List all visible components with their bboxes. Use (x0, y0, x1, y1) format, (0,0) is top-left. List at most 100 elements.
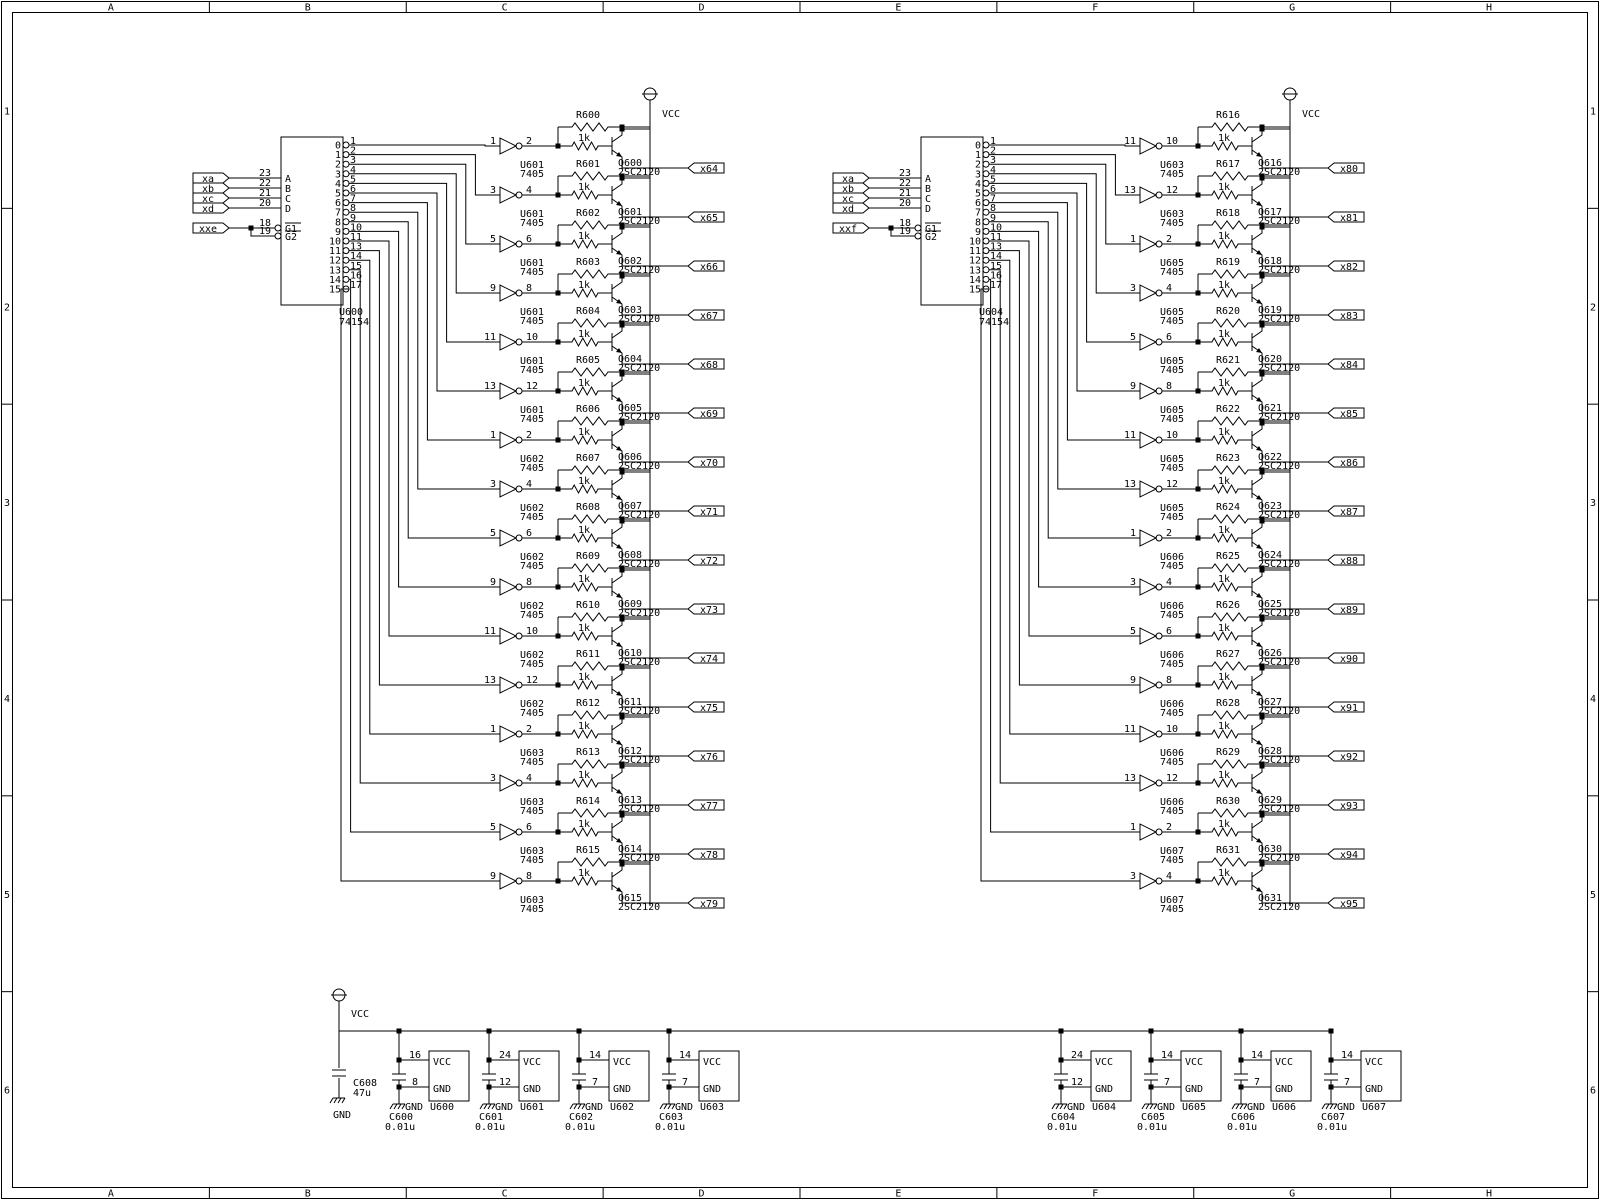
resistor-zigzag (1198, 465, 1262, 475)
inverter-triangle (1139, 823, 1158, 841)
transistor-ref: Q615 (618, 893, 642, 904)
resistor-zigzag (1198, 238, 1252, 250)
inverter-part: 7405 (1160, 512, 1184, 523)
decoder-trace (989, 211, 1140, 490)
inverter-pin-out: 12 (526, 381, 538, 392)
base-resistor-value: 1k (1218, 133, 1230, 144)
inverter-triangle (499, 333, 518, 351)
resistor-zigzag (1198, 514, 1262, 524)
output-pin-number: 2 (990, 146, 996, 157)
gnd-hatch (1329, 1103, 1334, 1110)
transistor-ref: Q601 (618, 207, 642, 218)
transistor-part: 2SC2120 (618, 804, 660, 815)
resistor-zigzag (558, 318, 622, 328)
decoder-trace (349, 211, 500, 490)
resistor-zigzag (558, 269, 622, 279)
resistor-zigzag (558, 808, 622, 818)
decoder-trace (989, 259, 1140, 735)
transistor-ref: Q607 (618, 501, 642, 512)
inverter-symbol (499, 774, 523, 792)
base-resistor-value: 1k (1218, 329, 1230, 340)
capacitor-ref: C604 (1051, 1112, 1075, 1123)
frame-column-label: E (895, 1189, 901, 1200)
inverter-symbol (1139, 235, 1163, 253)
output-bubble (982, 141, 990, 149)
frame-row-label: 6 (1590, 1086, 1596, 1097)
output-bubble (342, 266, 350, 274)
inverter-ref: U606 (1160, 552, 1184, 563)
net-label-text: xb (202, 184, 214, 195)
resistor-symbol (1198, 140, 1252, 152)
net-label: x64 (687, 162, 725, 175)
vcc-label: VCC (613, 1057, 631, 1068)
gnd-symbol (329, 1097, 346, 1104)
transistor-emitter-arrow (616, 446, 622, 451)
resistor-zigzag (1198, 140, 1252, 152)
transistor-emitter-arrow (616, 152, 622, 157)
net-label-flag (1327, 260, 1365, 272)
gnd-symbol (389, 1103, 406, 1110)
transistor-part: 2SC2120 (1258, 853, 1300, 864)
inverter-pin-out: 4 (1166, 577, 1172, 588)
transistor-part: 2SC2120 (618, 755, 660, 766)
net-label: x95 (1327, 897, 1365, 910)
capacitor-value: 0.01u (1227, 1122, 1257, 1133)
resistor-zigzag (558, 483, 612, 495)
inverter-part: 7405 (1160, 414, 1184, 425)
junction-dot (396, 1084, 402, 1090)
output-pin-number: 5 (350, 174, 356, 185)
pin-function: B (285, 184, 291, 195)
transistor-emitter-arrow (1256, 397, 1262, 402)
output-pin-number: 9 (350, 213, 356, 224)
resistor-ref: R608 (576, 502, 600, 513)
ic-power-box (1180, 1050, 1222, 1102)
net-label-flag (1327, 848, 1365, 860)
frame-column-label: F (1092, 3, 1098, 14)
output-name: 5 (975, 189, 981, 200)
net-label-flag (1327, 358, 1365, 370)
output-pin-number: 6 (990, 184, 996, 195)
inverter-symbol (499, 676, 523, 694)
resistor-zigzag (558, 857, 622, 867)
net-label-flag (192, 182, 230, 194)
resistor-zigzag (1198, 171, 1262, 181)
resistor-symbol (558, 140, 612, 152)
decoder-trace (349, 182, 500, 343)
net-label: xa (192, 172, 230, 185)
net-label-text: x95 (1340, 899, 1358, 910)
vcc-label: VCC (1185, 1057, 1203, 1068)
npn-transistor (1251, 276, 1263, 315)
inverter-pin-out: 2 (1166, 822, 1172, 833)
output-bubble (342, 189, 350, 197)
frame-column-label: G (1289, 3, 1295, 14)
resistor-zigzag (1198, 416, 1262, 426)
output-name: 8 (335, 217, 341, 228)
net-label: xc (832, 192, 870, 205)
resistor-symbol (558, 777, 612, 789)
net-label-text: xa (202, 174, 214, 185)
decoder-trace (989, 240, 1140, 637)
output-pin-number: 17 (350, 280, 362, 291)
resistor-ref: R609 (576, 551, 600, 562)
inverter-part: 7405 (1160, 561, 1184, 572)
resistor-zigzag (558, 287, 612, 299)
output-pin-number: 14 (350, 251, 362, 262)
vcc-label: VCC (662, 109, 680, 120)
resistor-symbol (1198, 122, 1262, 132)
inverter-pin-out: 8 (526, 283, 532, 294)
output-name: 11 (329, 246, 341, 257)
resistor-symbol (1198, 612, 1262, 622)
inverter-symbol (1139, 578, 1163, 596)
net-label-flag (687, 701, 725, 713)
inverter-pin-out: 4 (1166, 283, 1172, 294)
decoder-trace (349, 240, 500, 637)
inverter-pin-in: 11 (484, 626, 496, 637)
frame-row-label: 4 (4, 694, 10, 705)
vcc-label: VCC (433, 1057, 451, 1068)
transistor-part: 2SC2120 (618, 363, 660, 374)
inverter-part: 7405 (1160, 267, 1184, 278)
